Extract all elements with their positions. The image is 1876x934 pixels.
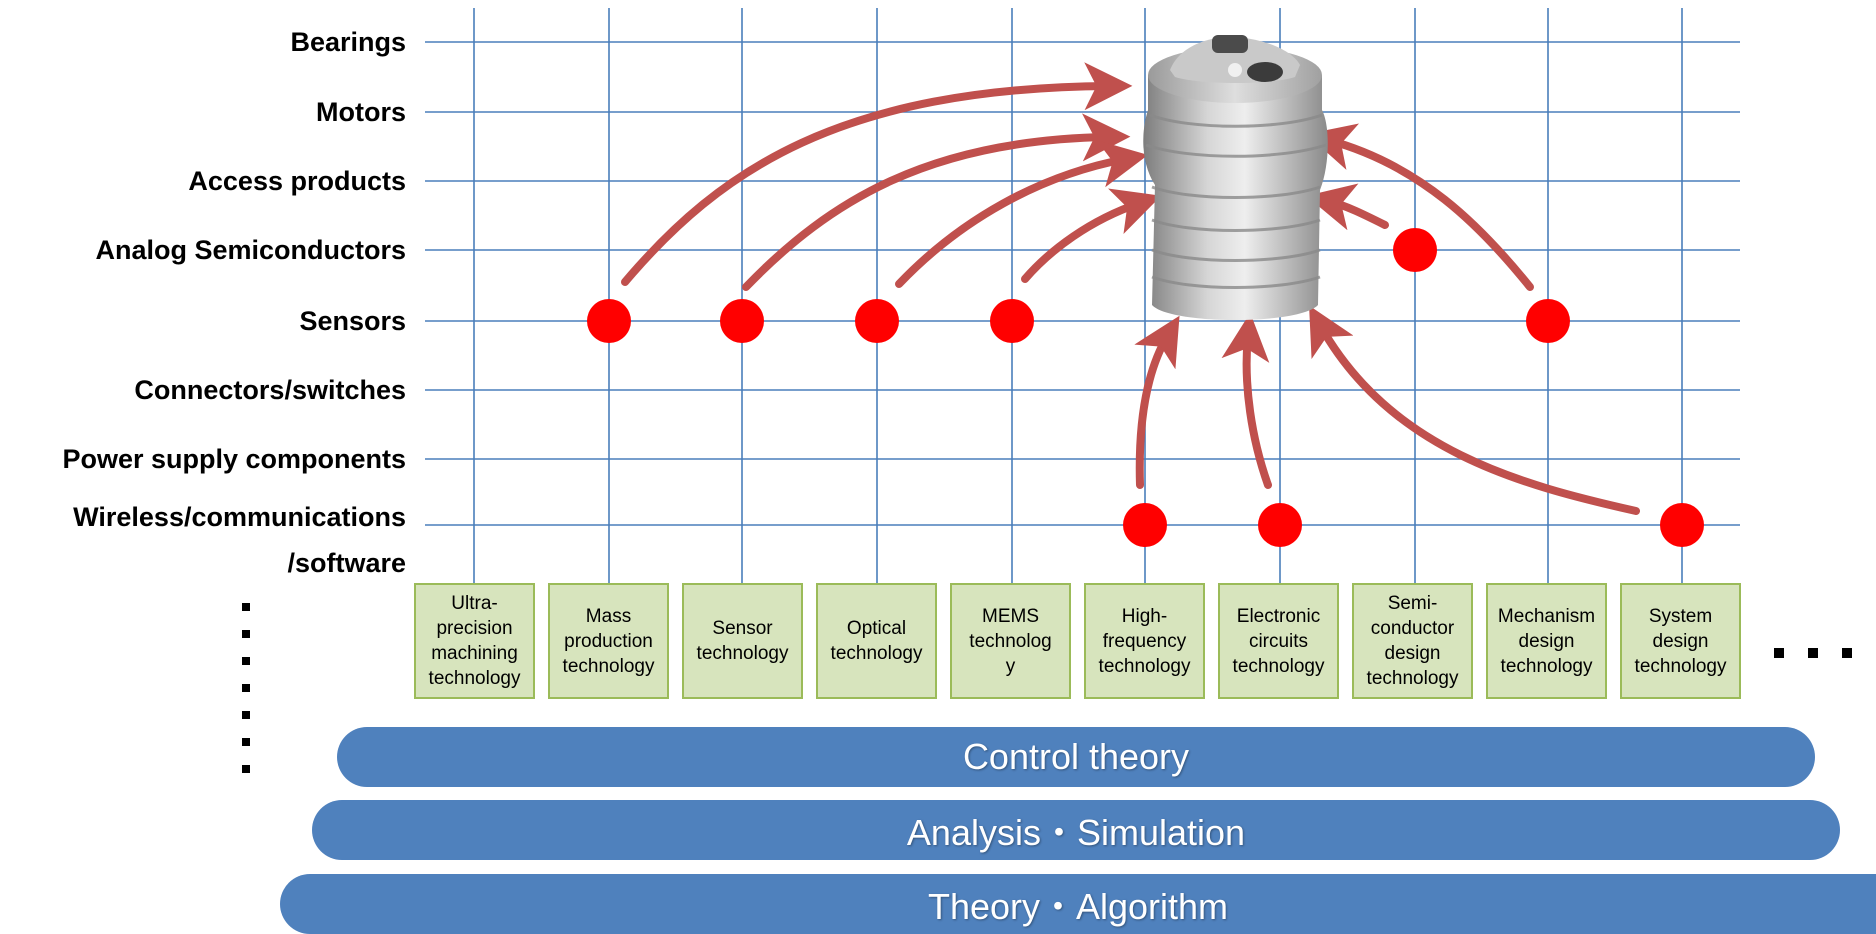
tech-label: Mechanism design technology	[1497, 605, 1596, 677]
tech-label: Mass production technology	[562, 605, 655, 677]
arrow-sensor-tech	[742, 113, 1131, 291]
arrows	[621, 62, 1640, 515]
tech-box-mechanism-design: Mechanism design technology	[1486, 583, 1607, 699]
arrow-mechanism	[1306, 123, 1534, 291]
row-label-bearings: Bearings	[290, 27, 406, 57]
marker-analog-semiconductor	[1393, 228, 1437, 272]
arrow-semiconductor	[1306, 183, 1389, 231]
tech-box-high-frequency: High- frequency technology	[1084, 583, 1205, 699]
grid-lines	[425, 8, 1740, 583]
band-theory-algorithm: Theory・Algorithm	[280, 874, 1876, 934]
band-label: Control theory	[962, 736, 1190, 777]
row-label-sensors: Sensors	[299, 306, 406, 336]
tech-label: Optical technology	[830, 618, 923, 664]
row-label-connectors-switches: Connectors/switches	[134, 375, 406, 405]
row-label-analog-semiconductors: Analog Semiconductors	[95, 235, 406, 265]
arrow-system-design	[1309, 305, 1640, 515]
tech-label: Sensor technology	[696, 618, 789, 664]
band-label: Theory・Algorithm	[927, 886, 1229, 927]
marker-wireless-high-frequency	[1123, 503, 1167, 547]
tech-box-electronic-circuits: Electronic circuits technology	[1218, 583, 1339, 699]
tech-box-system-design: System design technology	[1620, 583, 1741, 699]
row-label-software: /software	[287, 548, 406, 578]
tech-label: MEMS technolog y	[969, 605, 1052, 677]
row-label-wireless: Wireless/communications	[73, 502, 406, 532]
band-analysis-simulation: Analysis・Simulation	[312, 800, 1840, 860]
marker-wireless-system-design	[1660, 503, 1704, 547]
band-control-theory: Control theory	[337, 727, 1815, 787]
arrow-high-frequency	[1134, 315, 1180, 489]
row-label-access-products: Access products	[188, 166, 406, 196]
tech-label: System design technology	[1634, 605, 1727, 677]
tech-box-mems: MEMS technolog y	[950, 583, 1071, 699]
marker-sensors-mechanism	[1526, 299, 1570, 343]
tech-box-sensor: Sensor technology	[682, 583, 803, 699]
horizontal-ellipsis	[1774, 648, 1852, 658]
tech-box-semiconductor-design: Semi- conductor design technology	[1352, 583, 1473, 699]
sensor-product-image	[1143, 35, 1328, 320]
arrow-optical	[895, 140, 1149, 288]
arrow-mass-production	[621, 62, 1133, 286]
vertical-ellipsis	[242, 603, 252, 792]
row-label-power-supply: Power supply components	[62, 444, 406, 474]
tech-label: Ultra- precision machining technology	[428, 593, 521, 689]
tech-label: High- frequency technology	[1098, 605, 1191, 677]
row-label-motors: Motors	[316, 97, 406, 127]
tech-box-ultra-precision: Ultra- precision machining technology	[414, 583, 535, 699]
tech-label: Semi- conductor design technology	[1366, 593, 1459, 689]
arrow-electronic	[1221, 312, 1272, 489]
markers	[587, 228, 1704, 547]
arrow-mems	[1021, 188, 1162, 283]
marker-sensors-mems	[990, 299, 1034, 343]
marker-sensors-sensor-tech	[720, 299, 764, 343]
tech-label: Electronic circuits technology	[1232, 605, 1325, 677]
tech-box-optical: Optical technology	[816, 583, 937, 699]
marker-wireless-electronic	[1258, 503, 1302, 547]
marker-sensors-mass-production	[587, 299, 631, 343]
marker-sensors-optical	[855, 299, 899, 343]
tech-box-mass-production: Mass production technology	[548, 583, 669, 699]
band-label: Analysis・Simulation	[906, 812, 1246, 853]
